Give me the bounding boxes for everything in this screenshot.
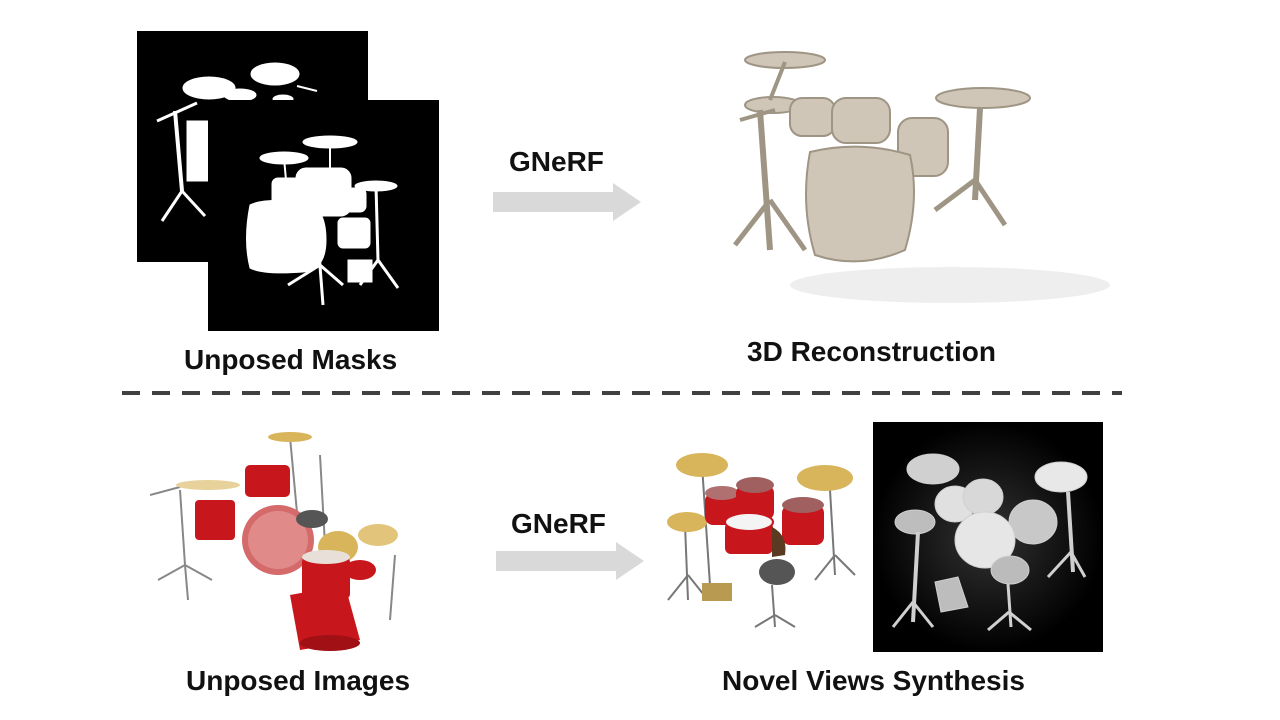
unposed-images-drumkit <box>150 432 398 651</box>
caption-novel-views-synthesis: Novel Views Synthesis <box>722 665 1025 696</box>
reconstruction-3d-image <box>733 51 1110 303</box>
novel-view-rgb-image <box>667 453 856 628</box>
caption-unposed-images: Unposed Images <box>186 665 411 696</box>
caption-3d-reconstruction: 3D Reconstruction <box>747 336 996 367</box>
caption-unposed-masks: Unposed Masks <box>184 344 398 375</box>
gnerf-arrow-label-bottom: GNeRF <box>511 508 606 539</box>
novel-view-depth-image <box>873 422 1103 652</box>
gnerf-arrow-label-top: GNeRF <box>509 146 604 177</box>
mask-image-front <box>208 100 439 331</box>
arrow-right-icon <box>496 542 644 580</box>
dashed-divider <box>122 391 1122 395</box>
arrow-right-icon <box>493 183 641 221</box>
